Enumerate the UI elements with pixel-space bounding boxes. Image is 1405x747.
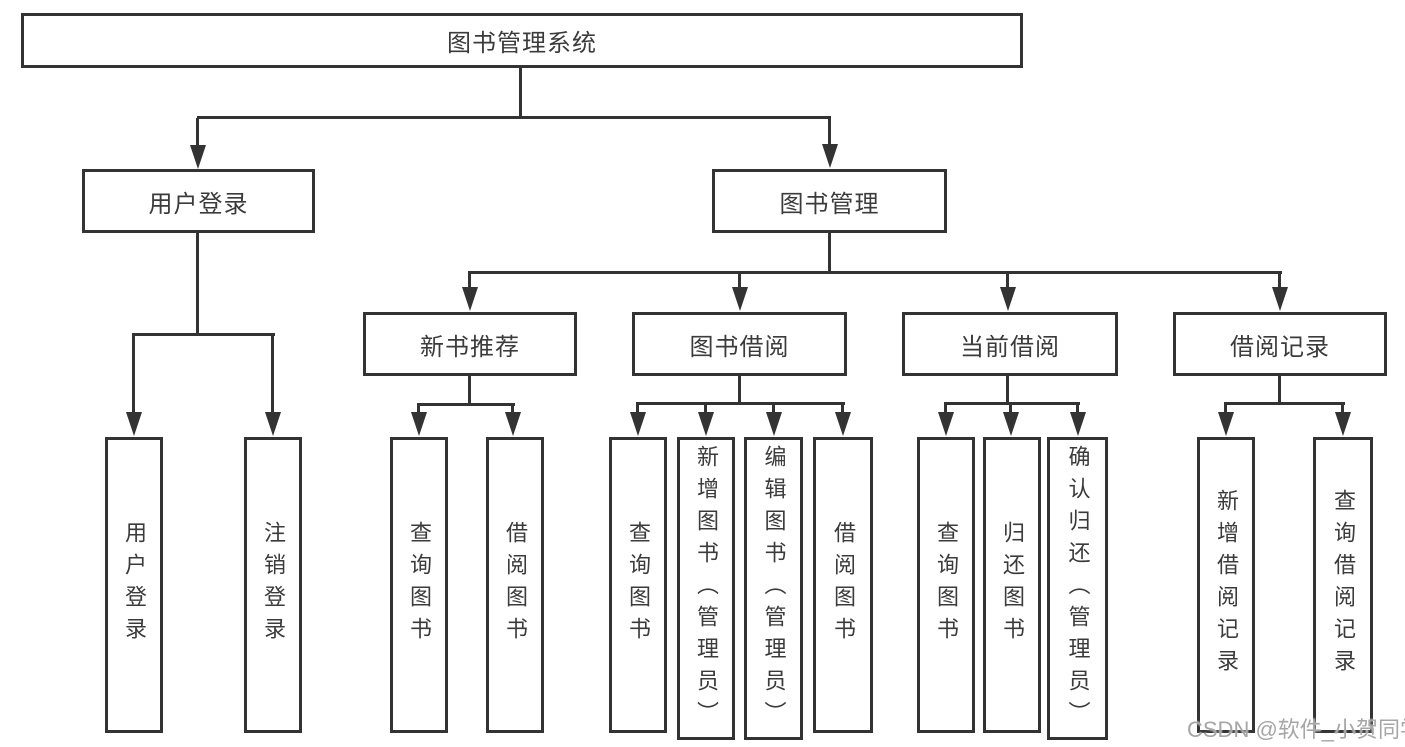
connector-line [417, 405, 420, 414]
leaf-add-borrow-record: 新增借阅记录 [1197, 437, 1255, 733]
connector-line [197, 116, 831, 119]
connector-line [944, 404, 947, 414]
leaf-edit-book-admin: 编辑图书（管理员） [744, 437, 803, 740]
leaf-borrow-books-recommend: 借阅图书 [486, 437, 544, 733]
connector-line [841, 404, 844, 414]
connector-line [519, 68, 522, 118]
connector-line [1006, 376, 1009, 405]
arrow-down-icon [1000, 287, 1016, 311]
arrow-down-icon [732, 287, 748, 311]
node-current-borrow: 当前借阅 [902, 312, 1118, 376]
connector-line [1278, 273, 1281, 289]
node-book-borrow: 图书借阅 [632, 312, 847, 376]
arrow-down-icon [1070, 412, 1086, 436]
node-book-management: 图书管理 [712, 169, 947, 233]
leaf-confirm-return-admin: 确认归还（管理员） [1047, 437, 1108, 740]
connector-line [738, 376, 741, 405]
connector-line [636, 404, 639, 414]
node-borrow-records: 借阅记录 [1173, 312, 1387, 376]
leaf-user-login: 用户登录 [105, 437, 163, 733]
arrow-down-icon [630, 412, 646, 436]
connector-line [1006, 273, 1009, 289]
node-library-management-system: 图书管理系统 [21, 13, 1023, 68]
connector-line [944, 402, 1080, 405]
arrow-down-icon [265, 412, 281, 436]
node-user-login: 用户登录 [82, 169, 315, 233]
connector-line [468, 271, 1282, 274]
arrow-down-icon [411, 412, 427, 436]
node-new-book-recommend: 新书推荐 [363, 312, 577, 376]
leaf-borrow-books-2: 借阅图书 [813, 437, 873, 733]
connector-line [196, 118, 199, 146]
arrow-down-icon [1218, 412, 1234, 436]
connector-line [828, 118, 831, 145]
connector-line [1009, 404, 1012, 414]
arrow-down-icon [766, 412, 782, 436]
connector-line [417, 403, 515, 406]
arrow-down-icon [505, 412, 521, 436]
connector-line [1076, 404, 1079, 414]
connector-line [468, 273, 471, 289]
leaf-add-book-admin: 新增图书（管理员） [677, 437, 735, 740]
arrow-down-icon [1003, 412, 1019, 436]
connector-line [704, 404, 707, 414]
connector-line [132, 335, 135, 413]
connector-line [636, 402, 845, 405]
connector-line [738, 273, 741, 289]
arrow-down-icon [190, 145, 206, 169]
arrow-down-icon [1272, 287, 1288, 311]
connector-line [1224, 402, 1345, 405]
connector-line [271, 335, 274, 413]
csdn-watermark: CSDN @软件_小贺同学 [1187, 717, 1405, 742]
arrow-down-icon [938, 412, 954, 436]
connector-line [468, 376, 471, 406]
connector-line [772, 404, 775, 414]
arrow-down-icon [1335, 412, 1351, 436]
leaf-query-books-recommend: 查询图书 [390, 437, 448, 733]
arrow-down-icon [698, 412, 714, 436]
leaf-query-borrow-record: 查询借阅记录 [1313, 437, 1373, 733]
leaf-return-book: 归还图书 [983, 437, 1041, 733]
connector-line [1224, 404, 1227, 414]
leaf-logout-login: 注销登录 [244, 437, 302, 733]
arrow-down-icon [126, 412, 142, 436]
connector-line [132, 333, 275, 336]
connector-line [196, 233, 199, 336]
leaf-query-books-current: 查询图书 [917, 437, 975, 733]
arrow-down-icon [462, 287, 478, 311]
arrow-down-icon [822, 144, 838, 168]
connector-line [1278, 376, 1281, 405]
connector-line [1341, 404, 1344, 414]
arrow-down-icon [835, 412, 851, 436]
connector-line [511, 405, 514, 414]
connector-line [828, 233, 831, 274]
leaf-query-books-borrow: 查询图书 [609, 437, 667, 733]
